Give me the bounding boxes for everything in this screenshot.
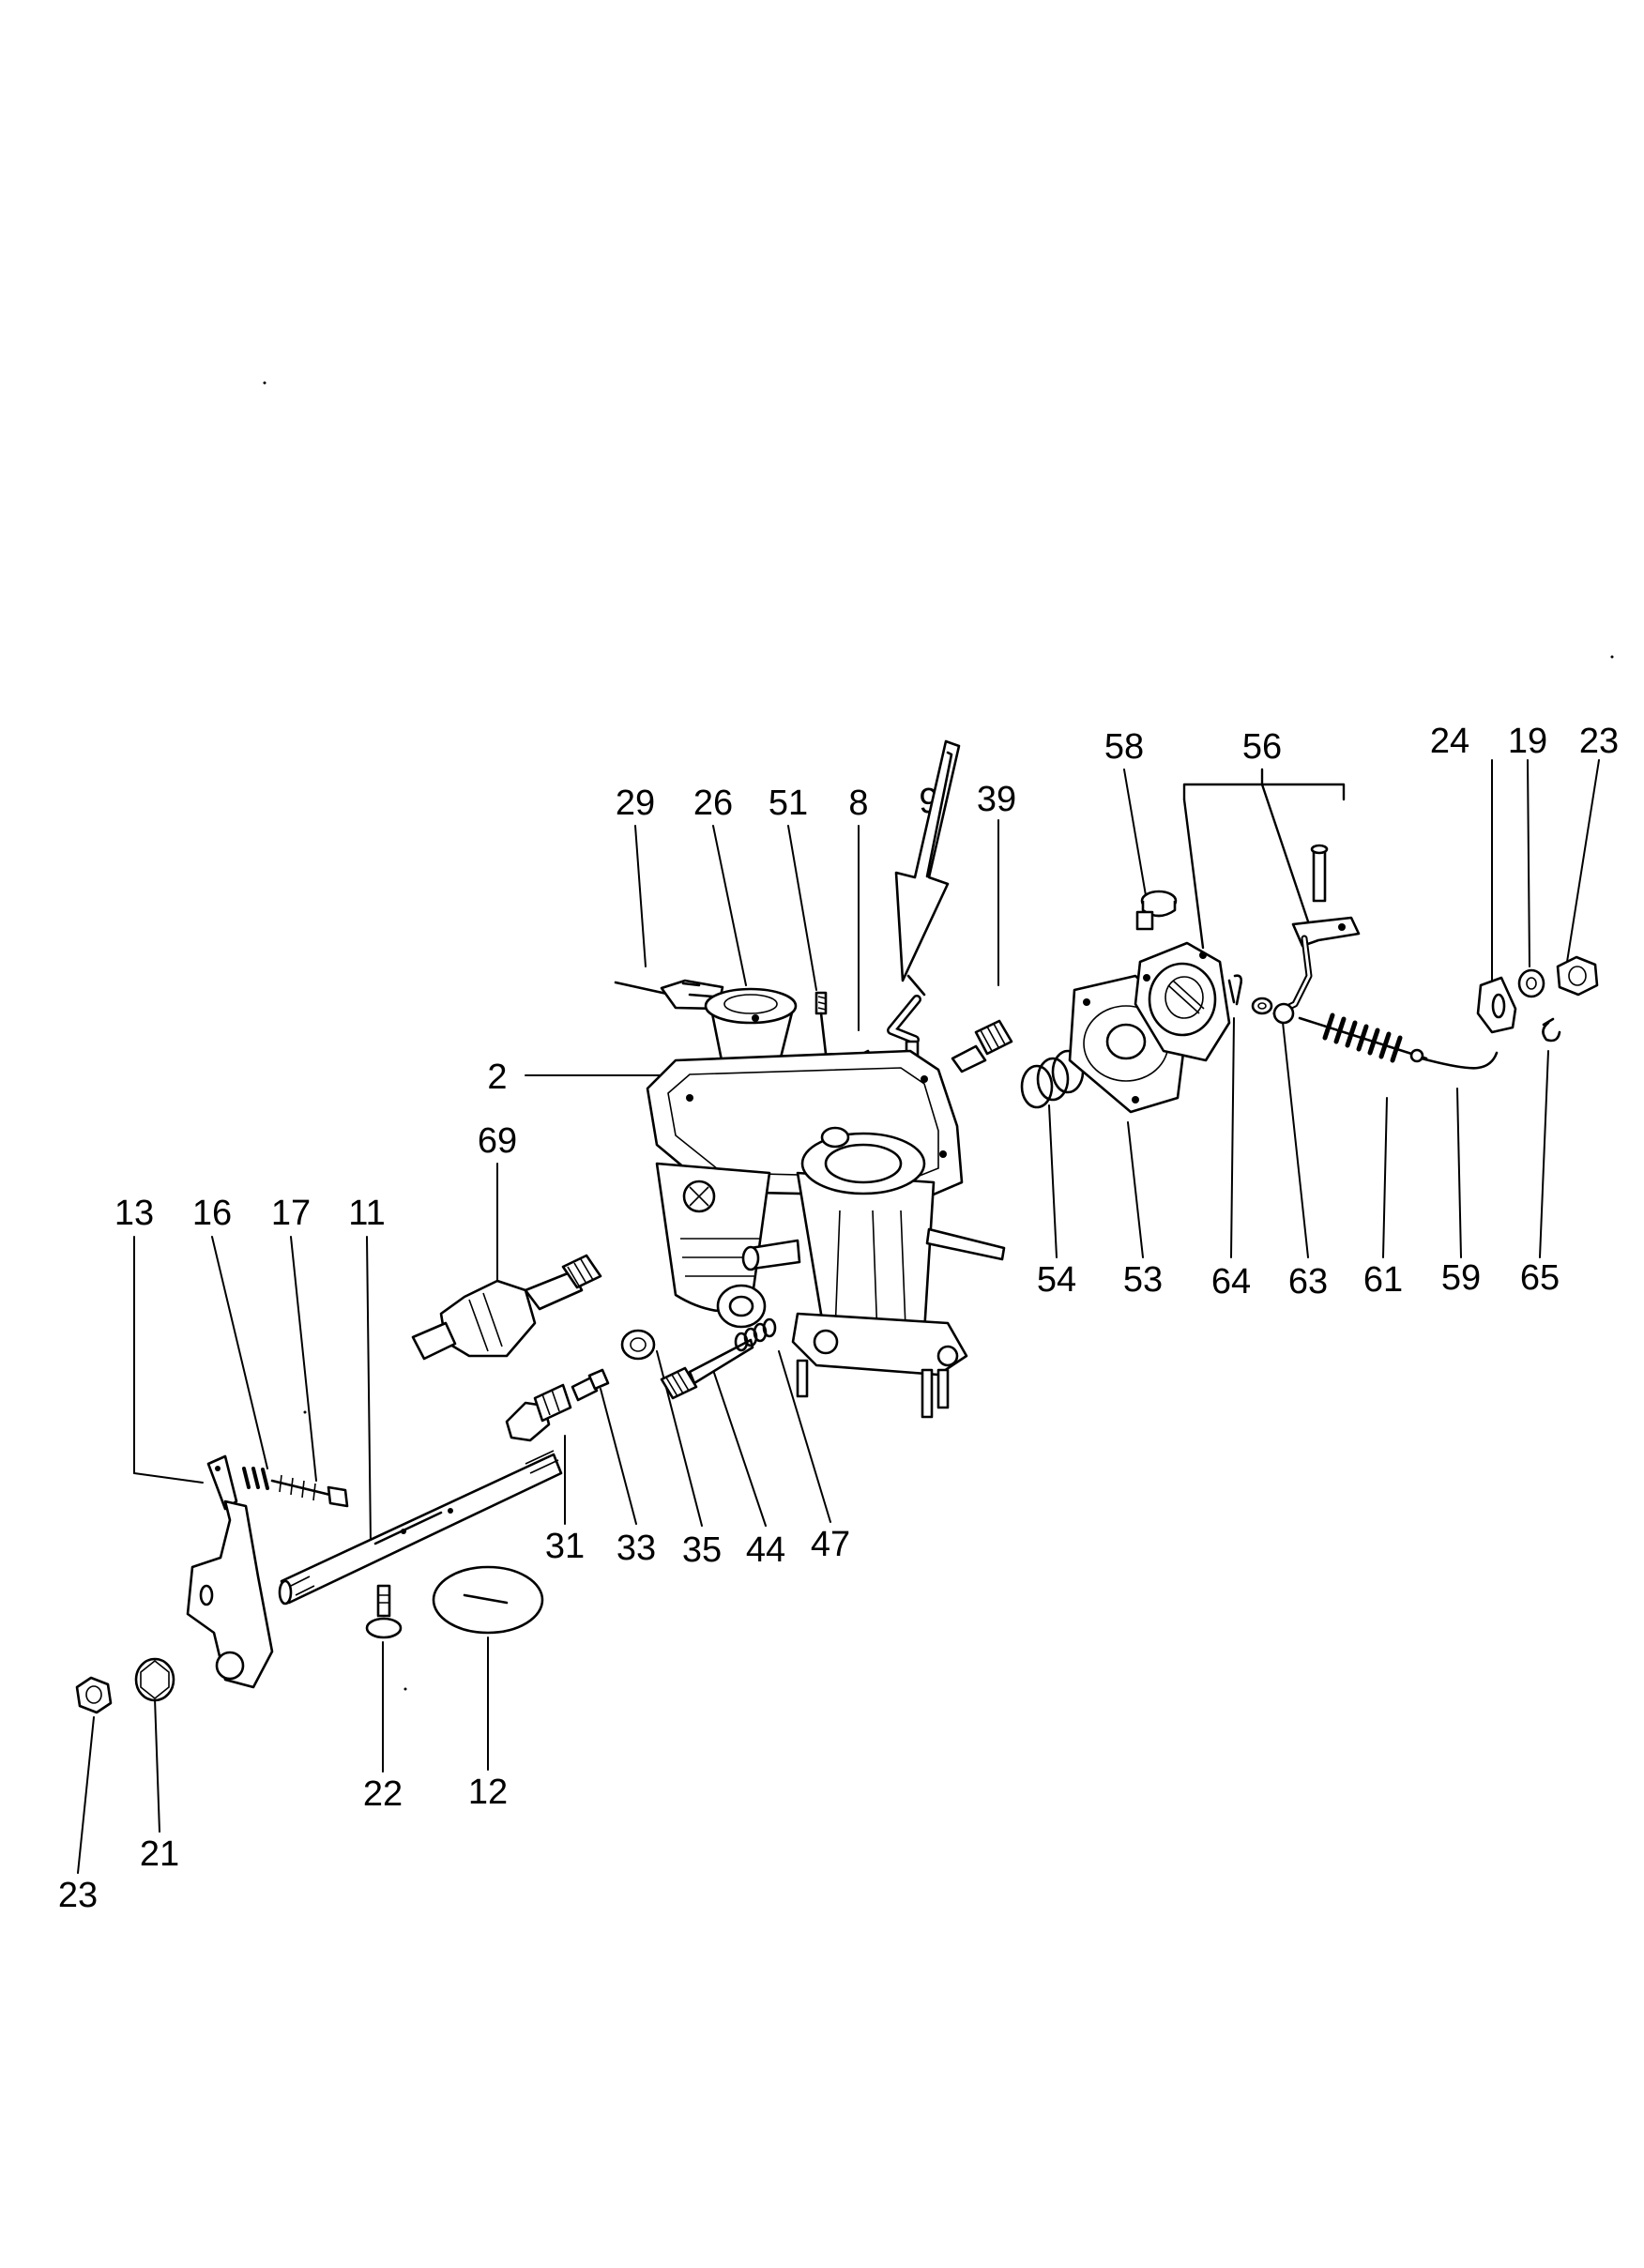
part-44-needle-screw	[660, 1338, 754, 1400]
callout-13: 13	[114, 1194, 154, 1233]
callout-59: 59	[1441, 1258, 1481, 1298]
callout-24: 24	[1430, 722, 1469, 761]
part-21-lock-washer	[134, 1657, 175, 1702]
callout-58: 58	[1104, 727, 1144, 767]
part-19-washer	[1517, 968, 1545, 998]
part-23-nut-top	[1556, 955, 1599, 997]
part-35-washer	[620, 1329, 656, 1361]
part-59-wire	[1420, 1051, 1499, 1070]
part-65-clip	[1542, 1017, 1561, 1043]
callout-8: 8	[848, 784, 868, 823]
part-58-screw	[1135, 890, 1178, 931]
callout-2: 2	[487, 1058, 507, 1097]
part-22-screw	[365, 1584, 403, 1639]
callout-31: 31	[545, 1527, 585, 1566]
part-9-tube	[887, 974, 926, 1064]
part-56-lever	[1272, 844, 1361, 1025]
part-39-valve	[951, 1019, 1013, 1073]
callout-16: 16	[192, 1194, 232, 1233]
part-16-17-screw-spring	[242, 1467, 349, 1508]
callout-23-top: 23	[1579, 722, 1619, 761]
part-12-throttle-plate	[432, 1565, 544, 1635]
callout-29: 29	[616, 784, 655, 823]
callout-39: 39	[977, 780, 1016, 819]
part-33-screw	[571, 1368, 610, 1402]
part-24-cam-plate	[1476, 976, 1517, 1034]
callout-56: 56	[1242, 727, 1282, 767]
part-69-idle-valve	[411, 1254, 602, 1361]
callout-11: 11	[348, 1194, 385, 1233]
callout-69: 69	[478, 1121, 517, 1161]
callout-51: 51	[769, 784, 808, 823]
part-56-pump-body	[1134, 941, 1231, 1062]
callout-47: 47	[811, 1525, 850, 1564]
callout-54: 54	[1037, 1260, 1076, 1300]
callout-53: 53	[1123, 1260, 1163, 1300]
callout-44: 44	[746, 1530, 785, 1570]
part-11-throttle-shaft	[278, 1450, 563, 1606]
part-2-carburetor-body	[646, 1049, 1006, 1419]
callout-65: 65	[1520, 1258, 1560, 1298]
part-63-washer	[1251, 997, 1273, 1015]
part-23-nut-bottom	[75, 1676, 113, 1714]
part-64-split-pin	[1227, 974, 1243, 1006]
callout-19: 19	[1508, 722, 1547, 761]
part-47-spring	[734, 1317, 777, 1352]
callout-labels: 29 26 51 8 9 39 58 56 24 19 23 2 69 13 1…	[58, 722, 1619, 1915]
bracket-56	[1182, 768, 1346, 950]
leader-lines	[77, 759, 1600, 1874]
callout-23-bottom: 23	[58, 1876, 98, 1915]
callout-17: 17	[271, 1194, 311, 1233]
callout-61: 61	[1363, 1260, 1403, 1300]
callout-35: 35	[682, 1530, 722, 1570]
callout-26: 26	[693, 784, 733, 823]
callout-33: 33	[616, 1529, 656, 1568]
part-61-spring-rod	[1298, 1012, 1428, 1063]
specks	[263, 381, 1614, 1691]
callout-21: 21	[140, 1834, 179, 1874]
callout-12: 12	[468, 1773, 508, 1812]
callout-22: 22	[363, 1774, 403, 1814]
callout-63: 63	[1288, 1262, 1328, 1301]
part-31-bolt	[505, 1383, 572, 1442]
callout-64: 64	[1211, 1262, 1251, 1301]
part-13-throttle-lever	[186, 1454, 274, 1689]
direction-arrow	[894, 739, 961, 982]
